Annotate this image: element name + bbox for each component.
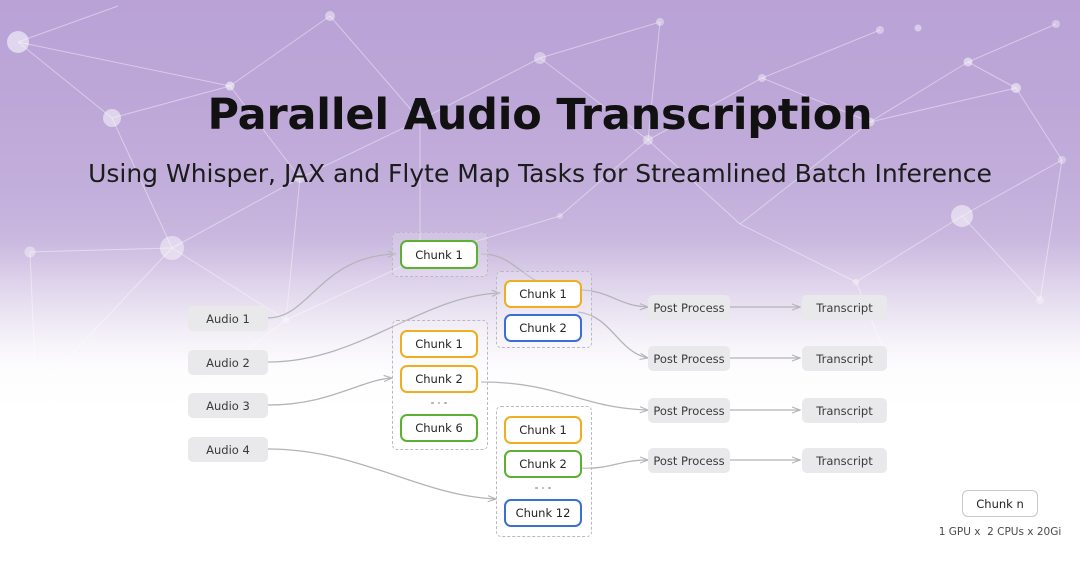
post-process-label: Post Process <box>653 300 725 315</box>
chunk-node-label: Chunk 1 <box>415 337 463 351</box>
transcript-node-2[interactable]: Transcript <box>802 346 887 371</box>
legend-chunk-label: Chunk n <box>976 496 1024 511</box>
transcript-label: Transcript <box>816 351 873 366</box>
chunk-node-label: Chunk 2 <box>415 372 463 386</box>
chunk-node-label: Chunk 1 <box>519 287 567 301</box>
post-process-label: Post Process <box>653 351 725 366</box>
transcript-node-3[interactable]: Transcript <box>802 398 887 423</box>
post-process-node-1[interactable]: Post Process <box>648 295 730 320</box>
chunk-node-label: Chunk 2 <box>519 321 567 335</box>
input-node-audio-4[interactable]: Audio 4 <box>188 437 268 462</box>
chunk-node-label: Chunk 12 <box>515 506 571 520</box>
post-process-node-4[interactable]: Post Process <box>648 448 730 473</box>
legend-chunk-box: Chunk n <box>962 490 1038 517</box>
transcript-label: Transcript <box>816 403 873 418</box>
chunk-node-label: Chunk 1 <box>415 247 463 262</box>
transcript-label: Transcript <box>816 300 873 315</box>
chunk-node-g2-1[interactable]: Chunk 1 <box>400 330 478 358</box>
input-node-label: Audio 1 <box>206 311 250 326</box>
chunk-node-g1-1[interactable]: Chunk 1 <box>400 240 478 269</box>
slide-header: Parallel Audio Transcription Using Whisp… <box>0 0 1080 188</box>
chunk-node-g3-1[interactable]: Chunk 1 <box>504 280 582 308</box>
transcript-label: Transcript <box>816 453 873 468</box>
chunk-node-g4-1[interactable]: Chunk 1 <box>504 416 582 444</box>
chunk-node-g4-3[interactable]: Chunk 12 <box>504 499 582 527</box>
transcript-node-4[interactable]: Transcript <box>802 448 887 473</box>
input-node-audio-2[interactable]: Audio 2 <box>188 350 268 375</box>
input-node-label: Audio 4 <box>206 442 250 457</box>
post-process-node-2[interactable]: Post Process <box>648 346 730 371</box>
chunk-node-label: Chunk 1 <box>519 423 567 437</box>
input-node-audio-3[interactable]: Audio 3 <box>188 393 268 418</box>
chunk-node-g2-2[interactable]: Chunk 2 <box>400 365 478 393</box>
legend-resource-caption: 1 GPU x 2 CPUs x 20Gi <box>938 526 1062 538</box>
transcript-node-1[interactable]: Transcript <box>802 295 887 320</box>
chunk-node-g4-2[interactable]: Chunk 2 <box>504 450 582 478</box>
input-node-label: Audio 3 <box>206 398 250 413</box>
chunk-node-label: Chunk 6 <box>415 421 463 435</box>
post-process-label: Post Process <box>653 403 725 418</box>
page-subtitle: Using Whisper, JAX and Flyte Map Tasks f… <box>88 159 992 189</box>
page-title: Parallel Audio Transcription <box>207 90 873 140</box>
input-node-label: Audio 2 <box>206 355 250 370</box>
chunk-node-g3-2[interactable]: Chunk 2 <box>504 314 582 342</box>
post-process-label: Post Process <box>653 453 725 468</box>
chunk-node-g2-3[interactable]: Chunk 6 <box>400 414 478 442</box>
chunk-group-4-ellipsis <box>504 480 582 496</box>
post-process-node-3[interactable]: Post Process <box>648 398 730 423</box>
legend: Chunk n 1 GPU x 2 CPUs x 20Gi <box>925 490 1075 538</box>
chunk-node-label: Chunk 2 <box>519 457 567 471</box>
chunk-group-2-ellipsis <box>400 395 478 411</box>
input-node-audio-1[interactable]: Audio 1 <box>188 306 268 331</box>
